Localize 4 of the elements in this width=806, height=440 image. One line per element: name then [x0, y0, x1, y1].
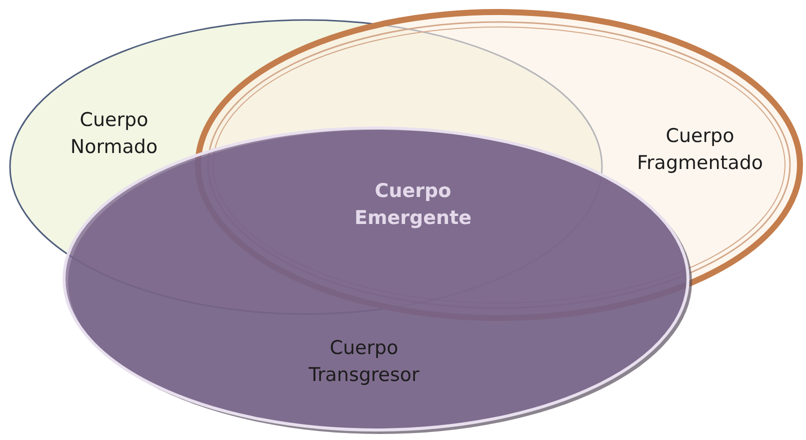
set-label: Cuerpo Transgresor [308, 336, 420, 388]
set-label: Cuerpo Normado [69, 108, 159, 160]
set-label: Cuerpo Fragmentado [636, 124, 764, 176]
intersection-label: Cuerpo Emergente [353, 179, 472, 231]
